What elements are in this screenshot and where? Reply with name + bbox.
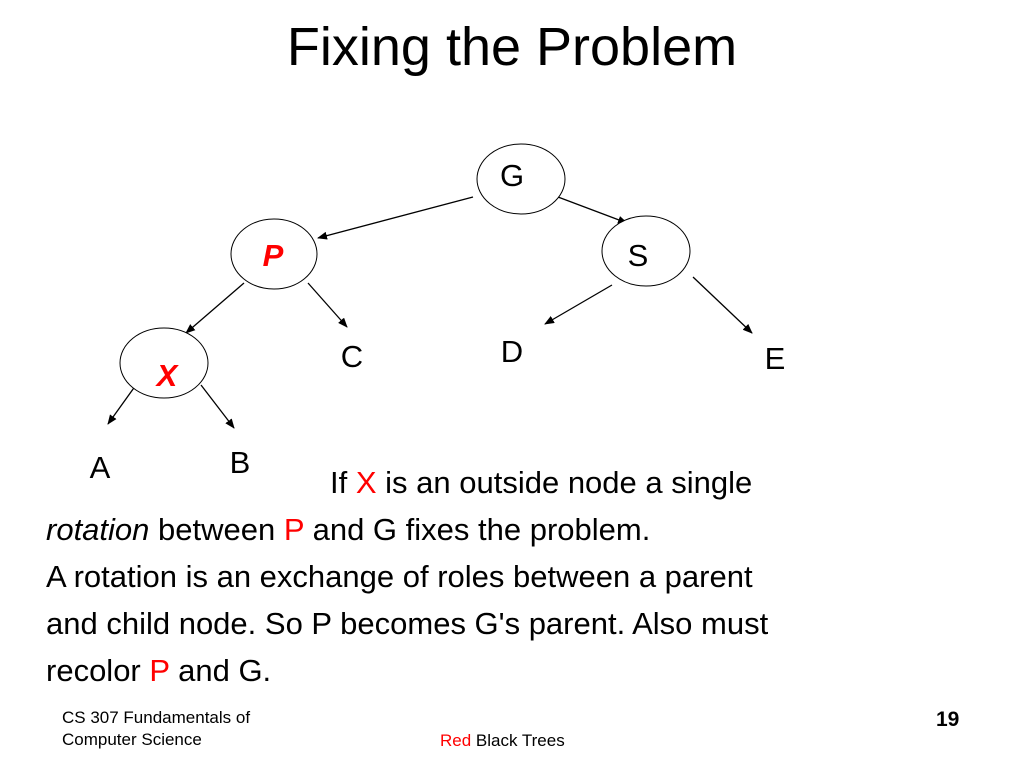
footer-topic-red: Red (440, 731, 472, 750)
footer-topic-rest: Black Trees (471, 731, 565, 750)
footer-course-line-2: Computer Science (62, 730, 202, 749)
page-number: 19 (936, 708, 960, 731)
body-line-1-post: is an outside node a single (376, 465, 753, 500)
footer-topic: Red Black Trees (440, 730, 565, 752)
body-line-2: rotation between P and G fixes the probl… (46, 506, 650, 553)
node-c-label: C (341, 339, 363, 374)
edge-p-x (185, 282, 245, 334)
body-line-1: If X is an outside node a single (330, 459, 752, 506)
node-g-circle (476, 143, 566, 215)
edge-s-e (692, 276, 753, 334)
node-e-label: E (765, 341, 786, 376)
node-a-label: A (90, 450, 111, 485)
edge-x-b (200, 384, 235, 429)
body-line-5-post: and G. (169, 653, 272, 688)
node-s-circle (601, 215, 691, 287)
node-x-label: X (155, 358, 180, 393)
node-p-circle (230, 218, 318, 290)
body-line-5-pre: recolor (46, 653, 150, 688)
edge-s-d (544, 284, 613, 325)
body-x-highlight: X (355, 465, 377, 500)
node-g-label: G (500, 158, 524, 193)
node-b-label: B (230, 445, 251, 480)
body-line-3: A rotation is an exchange of roles betwe… (46, 559, 753, 594)
edge-x-a (107, 384, 137, 425)
body-line-4: and child node. So P becomes G's parent.… (46, 606, 769, 641)
footer-course-line-1: CS 307 Fundamentals of (62, 708, 251, 727)
body-line-1-pre: If (330, 465, 356, 500)
edge-g-s (557, 196, 628, 224)
node-d-label: D (501, 334, 523, 369)
edge-g-p (317, 196, 474, 240)
body-line-2-post: and G fixes the problem. (303, 512, 651, 547)
edge-p-c (307, 282, 348, 328)
footer-course: CS 307 Fundamentals of Computer Science (62, 707, 250, 751)
slide-title: Fixing the Problem (286, 17, 738, 77)
body-line-5: recolor P and G. (46, 647, 271, 694)
body-line-2-mid: between (149, 512, 284, 547)
body-p-highlight-2: P (149, 653, 170, 688)
body-p-highlight-1: P (283, 512, 304, 547)
node-s-label: S (628, 238, 649, 273)
body-rotation-term: rotation (46, 512, 150, 547)
node-p-label: P (263, 238, 284, 273)
node-x-circle (119, 327, 209, 399)
